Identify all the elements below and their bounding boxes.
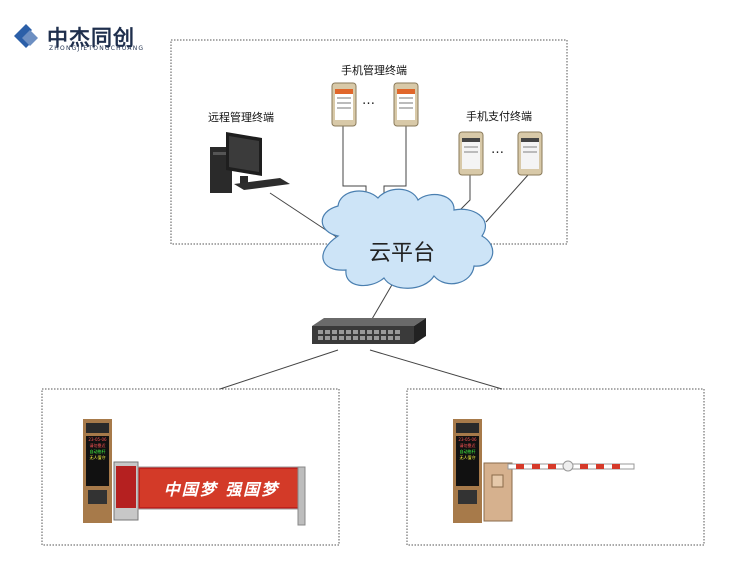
phone-pay-1-icon (458, 131, 484, 176)
link-phone-pay-2 (485, 174, 529, 223)
link-cloud-switch (371, 282, 394, 320)
display-panel-right: 23-05-06 请勿靠近 自动抬杆 无人值守 (456, 437, 479, 461)
logo-mark (14, 24, 38, 48)
network-switch-icon (312, 318, 426, 344)
label-remote-mgmt: 远程管理终端 (208, 111, 274, 124)
barrier-gate-arm-right (483, 460, 635, 522)
display-line: 23-05-06 (88, 437, 107, 442)
gate-box-right (406, 388, 705, 546)
link-phone-pay-1 (457, 175, 471, 213)
phone-pay-2-icon (517, 131, 543, 176)
display-line: 无人值守 (89, 455, 106, 460)
label-mobile-pay: 手机支付终端 (466, 110, 532, 123)
phone-mgmt-1-icon (331, 82, 357, 127)
phone-mgmt-2-icon (393, 82, 419, 127)
terminal-pillar-left (83, 419, 112, 523)
logo-name: 中杰同创 (47, 26, 135, 50)
remote-pc-icon (210, 132, 290, 193)
ellipsis-pay: … (491, 142, 505, 157)
display-line: 请勿靠近 (89, 443, 106, 448)
link-switch-left (219, 349, 339, 390)
display-line: 自动抬杆 (459, 449, 476, 454)
display-line: 23-05-06 (458, 437, 477, 442)
cloud-shape (321, 188, 494, 289)
link-switch-right (369, 349, 503, 390)
terminal-pillar-right (453, 419, 482, 523)
label-cloud-platform: 云平台 (369, 241, 436, 266)
label-mobile-mgmt: 手机管理终端 (341, 64, 407, 77)
ellipsis-mgmt: … (362, 93, 376, 108)
display-panel-left: 23-05-06 请勿靠近 自动抬杆 无人值守 (86, 437, 109, 461)
banner-text: 中国梦 强国梦 (163, 480, 280, 499)
barrier-gate-banner-left (113, 461, 306, 526)
display-line: 无人值守 (459, 455, 476, 460)
gate-box-left (41, 388, 340, 546)
display-line: 请勿靠近 (459, 443, 476, 448)
logo-subtitle: ZHONGJIETONGCHUANG (49, 45, 145, 52)
display-line: 自动抬杆 (89, 449, 106, 454)
